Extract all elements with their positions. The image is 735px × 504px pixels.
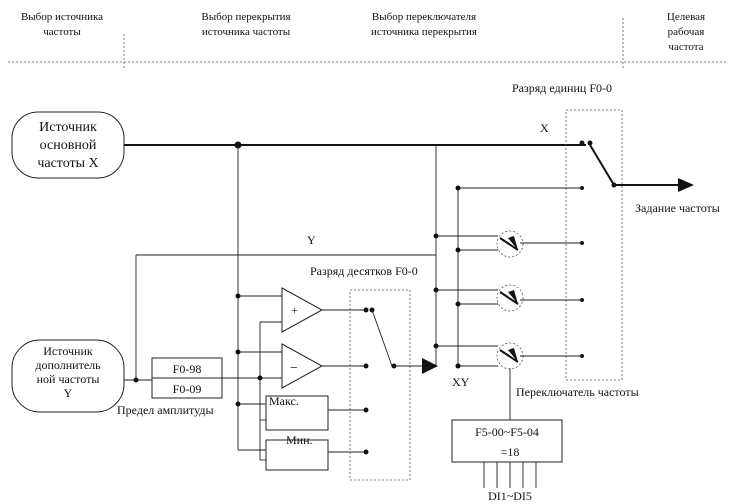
header-col3-line2: источника перекрытия [371,26,477,38]
aux-source-line3: ной частоты [37,372,100,386]
main-source-line2: основной [40,138,97,153]
main-source-line3: частоты X [37,156,98,171]
min-block [265,439,329,471]
junction-a1 [235,293,241,299]
header-col4-line2: рабочая [668,26,705,38]
xy-arrow-icon [422,358,438,374]
main-source-line1: Источник [39,120,97,135]
adder-block [281,287,324,333]
label-xy: XY [452,375,470,389]
di-label: DI1~DI5 [488,489,532,503]
tens-digit-label: Разряд десятков F0-0 [310,264,418,278]
tens-switch-blade [371,309,393,367]
f5-box-line2: =18 [501,445,520,459]
label-y: Y [307,233,316,247]
header-col4-line3: частота [668,41,703,53]
inner-switch-1 [436,230,582,258]
f5-terminal-box [451,419,563,463]
units-digit-switch-box [565,109,623,381]
junction-a3 [235,401,241,407]
max-label: Макс. [269,394,299,408]
freq-setting-label: Задание частоты [635,201,720,215]
aux-source-line2: дополнитель [35,358,101,372]
amp-limit-line1: F0-98 [173,362,202,376]
inner-switch-2 [433,284,582,312]
header-col1-line1: Выбор источника [21,11,103,23]
junction-a2 [235,349,241,355]
switch-contact-1b [587,140,593,146]
tens-contact-4 [363,449,369,455]
header-col3-line1: Выбор переключателя [372,11,476,23]
freq-switch-label: Переключатель частоты [516,385,639,399]
junction-aux [133,377,139,383]
tens-digit-switch-box [349,289,411,481]
tens-contact-2 [363,363,369,369]
minus-sign: − [290,361,298,376]
header-col4-line1: Целевая [667,11,705,23]
max-block [265,395,329,431]
amp-limit-line2: F0-09 [173,382,202,396]
switch-contact-1 [579,140,585,146]
units-switch-blade [589,144,615,186]
output-arrow-icon [678,178,694,192]
aux-source-box [11,339,125,413]
label-x: X [540,121,549,135]
header-col1-line2: частоты [43,26,81,38]
junction-xy [455,363,461,369]
aux-source-line4: Y [64,386,73,400]
units-digit-label: Разряд единиц F0-0 [512,81,612,95]
subtractor-block [281,343,324,389]
min-label: Мин. [286,433,313,447]
tens-contact-1 [363,307,369,313]
tens-contact-3 [363,407,369,413]
header-col2-line2: источника частоты [202,26,291,38]
f5-box-line1: F5-00~F5-04 [475,425,539,439]
inner-switch-3 [433,342,582,370]
junction-r1 [455,185,461,191]
plus-sign: + [291,303,298,317]
amp-limit-label: Предел амплитуды [117,403,214,417]
aux-source-line1: Источник [43,344,93,358]
header-col2-line1: Выбор перекрытия [201,11,290,23]
